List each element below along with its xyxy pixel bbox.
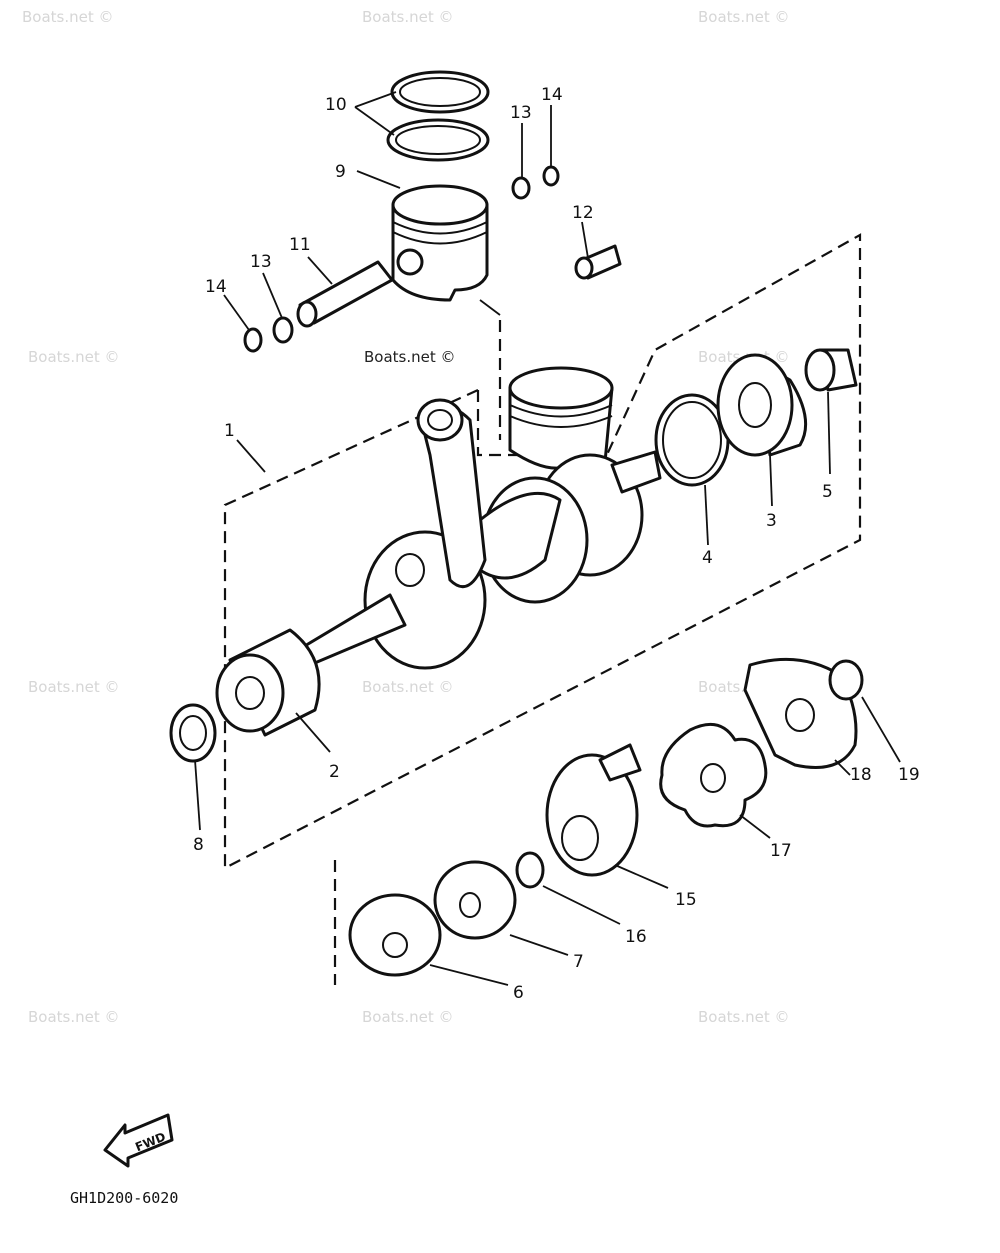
crankshaft-assembly [292, 366, 662, 670]
watermark: Boats.net © [28, 678, 120, 696]
piston [391, 184, 489, 302]
piston-rings [386, 70, 490, 162]
callout-9: 9 [335, 162, 346, 182]
callout-4: 4 [702, 548, 713, 568]
watermark: Boats.net © [28, 348, 120, 366]
watermark: Boats.net © [362, 678, 454, 696]
callout-12: 12 [572, 203, 594, 223]
collar [804, 348, 858, 392]
watermark: Boats.net © [698, 1008, 790, 1026]
watermark: Boats.net © [362, 1008, 454, 1026]
callout-7: 7 [573, 952, 584, 972]
callout-16: 16 [625, 927, 647, 947]
thrust-washers [348, 860, 517, 977]
callout-2: 2 [329, 762, 340, 782]
watermark: Boats.net © [28, 1008, 120, 1026]
callout-13: 13 [250, 252, 272, 272]
callout-11: 11 [289, 235, 311, 255]
watermark: Boats.net © [22, 8, 114, 26]
damper [659, 722, 768, 828]
assembly-outlines [223, 233, 862, 985]
o-ring [515, 851, 545, 889]
circlips [243, 165, 560, 353]
callout-8: 8 [193, 835, 204, 855]
callout-19: 19 [898, 765, 920, 785]
callout-5: 5 [822, 482, 833, 502]
callout-14: 14 [205, 277, 227, 297]
fwd-arrow: FWD [103, 1113, 174, 1168]
callout-14: 14 [541, 85, 563, 105]
oil-seal [169, 703, 217, 763]
needle-bearing [574, 244, 622, 280]
coupling [545, 743, 642, 877]
callout-18: 18 [850, 765, 872, 785]
leader-lines [194, 91, 901, 986]
piston-pin [296, 260, 394, 328]
watermarks: Boats.net © Boats.net © Boats.net © Boat… [22, 8, 790, 1026]
main-bearing-rear [716, 353, 808, 457]
main-bearing-front [215, 628, 321, 737]
callouts: 10 9 13 14 12 11 13 14 1 2 8 4 3 5 15 16… [193, 85, 920, 1003]
callout-3: 3 [766, 511, 777, 531]
diagram-code: GH1D200-6020 [70, 1189, 178, 1207]
callout-17: 17 [770, 841, 792, 861]
small-washer [828, 659, 864, 701]
coupling-housing [743, 657, 858, 769]
circlip-ring [654, 393, 730, 487]
callout-6: 6 [513, 983, 524, 1003]
callout-15: 15 [675, 890, 697, 910]
watermark: Boats.net © [698, 8, 790, 26]
watermark-dark: Boats.net © [364, 348, 456, 366]
watermark: Boats.net © [362, 8, 454, 26]
callout-10: 10 [325, 95, 347, 115]
callout-13: 13 [510, 103, 532, 123]
callout-1: 1 [224, 421, 235, 441]
